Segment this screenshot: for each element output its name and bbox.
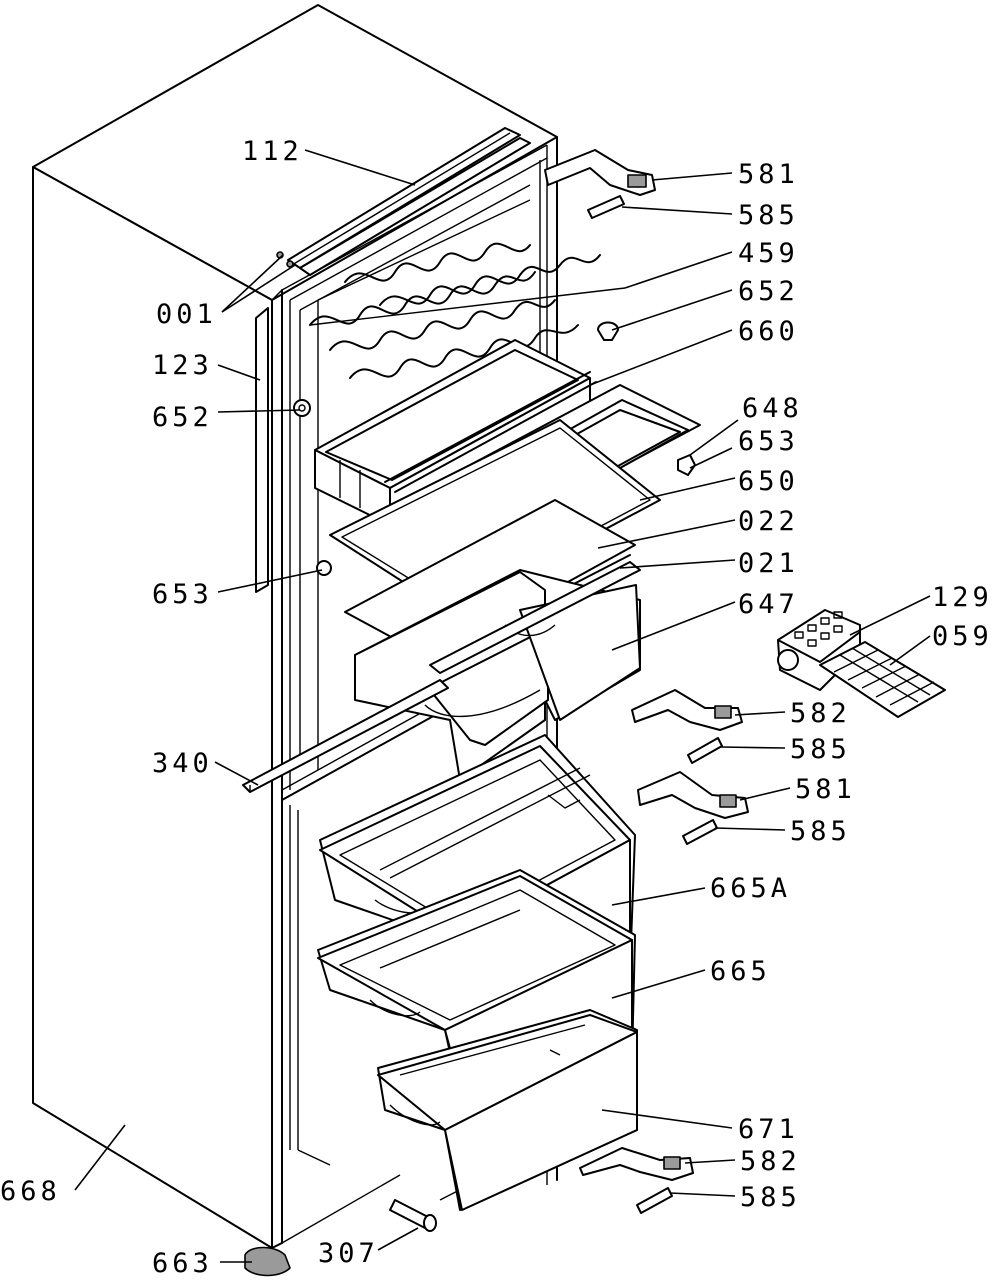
- label-650: 650: [738, 466, 799, 497]
- spacer-585-c: [682, 819, 718, 845]
- screw-001-b: [286, 260, 294, 268]
- label-059: 059: [932, 621, 993, 652]
- label-660: 660: [738, 316, 799, 347]
- label-340: 340: [152, 748, 213, 779]
- label-021: 021: [738, 548, 799, 579]
- glass-shelf: [329, 419, 661, 659]
- hinge-bottom-582: [579, 1147, 694, 1181]
- label-581-top: 581: [738, 159, 799, 190]
- clip-653-right: [677, 454, 696, 476]
- label-585-c: 585: [790, 816, 851, 847]
- hinge-middle-582: [631, 689, 743, 731]
- label-653-right: 653: [738, 426, 799, 457]
- foot-663: [244, 1246, 291, 1277]
- label-112: 112: [242, 136, 303, 167]
- drawer-671: [377, 1009, 638, 1211]
- spacer-585-d: [636, 1187, 673, 1214]
- label-652-left: 652: [152, 402, 213, 433]
- label-668: 668: [0, 1176, 61, 1207]
- clip-652-left: [293, 399, 311, 417]
- ice-cube-grid: [819, 641, 946, 718]
- hinge-top: [544, 149, 656, 196]
- spacer-585-a: [587, 195, 625, 219]
- shelf-rail: [242, 679, 449, 793]
- label-581-middle: 581: [795, 774, 856, 805]
- label-129: 129: [932, 582, 993, 613]
- label-585-b: 585: [790, 734, 851, 765]
- roller-307: [389, 1199, 437, 1232]
- label-582-bottom: 582: [740, 1146, 801, 1177]
- label-665A: 665A: [710, 873, 791, 904]
- label-648: 648: [742, 393, 803, 424]
- label-459: 459: [738, 238, 799, 269]
- label-663: 663: [152, 1248, 213, 1279]
- label-123: 123: [152, 350, 213, 381]
- label-585-a: 585: [738, 200, 799, 231]
- spacer-585-b: [687, 737, 723, 764]
- label-647: 647: [738, 589, 799, 620]
- label-585-d: 585: [740, 1182, 801, 1213]
- clip-653-left: [316, 560, 332, 576]
- label-671: 671: [738, 1114, 799, 1145]
- label-582-middle: 582: [790, 698, 851, 729]
- label-001: 001: [156, 299, 217, 330]
- clip-652-right: [597, 321, 619, 341]
- crisper-bins: [354, 561, 641, 781]
- hinge-middle-581: [637, 771, 749, 819]
- label-665: 665: [710, 956, 771, 987]
- part-labels: 112 581 585 459 652 001 660 123 652 648 …: [0, 136, 993, 1279]
- leader-lines: [74, 149, 931, 1263]
- label-022: 022: [738, 506, 799, 537]
- label-652-right: 652: [738, 276, 799, 307]
- wine-rack: [309, 242, 626, 379]
- label-307: 307: [318, 1238, 379, 1269]
- label-653-left: 653: [152, 579, 213, 610]
